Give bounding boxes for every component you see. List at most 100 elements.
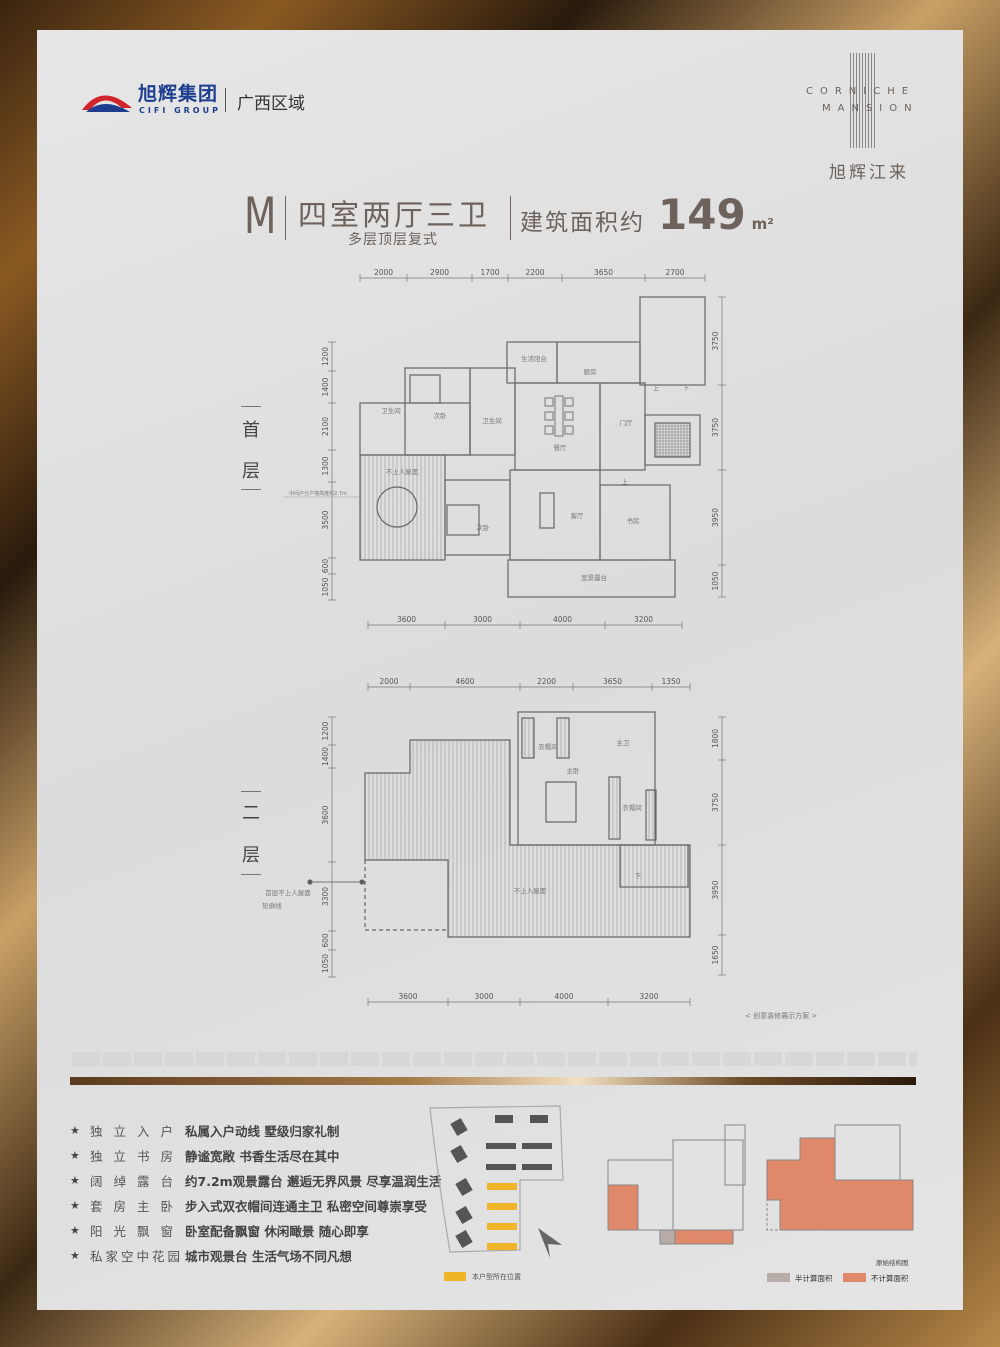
decor-note: < 创意装修展示方案 > (745, 1012, 818, 1020)
floor2-label-bracket (241, 791, 261, 875)
floor1-living (509, 469, 601, 561)
floor2-label-top: 二 (242, 803, 260, 824)
dimension-label: 4600 (455, 677, 474, 686)
feature-item: ★阳光飘窗卧室配备飘窗 休闲瞰景 随心即享 (70, 1218, 441, 1243)
dimension-label: 3300 (321, 887, 330, 906)
stair-label: 上 (622, 477, 629, 486)
structure-diagrams (607, 1124, 914, 1245)
feature-key: 阳光飘窗 (90, 1224, 185, 1239)
star-icon: ★ (70, 1124, 80, 1137)
floor1-label-top: 首 (242, 420, 260, 441)
feature-key: 套房主卧 (90, 1199, 185, 1214)
dimension-label: 3950 (711, 880, 720, 899)
floor2-master-suite (517, 711, 656, 846)
floor1-roof (359, 454, 446, 561)
star-icon: ★ (70, 1224, 80, 1237)
site-legend: 本户型所在位置 (472, 1273, 521, 1281)
site-buildings (450, 1115, 552, 1249)
star-icon: ★ (70, 1249, 80, 1262)
dimension-label: 3000 (473, 615, 492, 624)
dimension-label: 3600 (321, 805, 330, 824)
floor1-elevator (644, 414, 701, 466)
stair-label: 下 (635, 872, 642, 880)
room-label: 主卧 (567, 766, 581, 775)
outline-note: 首层不上人屋面 (265, 888, 311, 897)
legend-none-label: 不计算面积 (871, 1274, 909, 1283)
dimension-label: 2000 (379, 677, 398, 686)
dimension-label: 1400 (321, 377, 330, 396)
cifi-mountain-icon (82, 95, 132, 112)
legend-swatch-none (843, 1273, 866, 1282)
north-arrow-icon (538, 1228, 562, 1258)
outline-note: 轮廓线 (262, 901, 282, 910)
room-label: 餐厅 (554, 443, 568, 452)
divider (285, 196, 286, 240)
star-icon: ★ (70, 1174, 80, 1187)
dimension-label: 4000 (554, 992, 573, 1001)
dimension-label: 3950 (711, 508, 720, 527)
project-logo-cn: 旭辉江来 (829, 163, 909, 183)
room-label: 书房 (627, 516, 640, 525)
dimension-label: 1050 (321, 954, 330, 973)
area-label: 建筑面积约 (520, 210, 645, 236)
dimension-label: 3500 (321, 510, 330, 529)
room-label: 次卧 (434, 411, 448, 420)
site-boundary (429, 1105, 564, 1253)
coffee-table-icon (539, 492, 555, 529)
floor1-bath-bed-wing (359, 402, 471, 456)
stair-label: 下 (683, 384, 690, 392)
legend-swatch-highlight (444, 1272, 466, 1281)
legend-half-label: 半计算面积 (795, 1274, 833, 1283)
floor2-roof (364, 739, 691, 938)
room-label: 生活阳台 (521, 354, 547, 363)
floor2-room-labels: 衣帽间 主卫 主卧 衣帽间 不上人屋面 下 首层不上人屋面 轮廓线 (262, 738, 642, 910)
dining-table-icon (376, 486, 418, 528)
floor1-bedroom2 (444, 479, 511, 556)
dimension-label: 1050 (711, 571, 720, 590)
structure-title: 原始结构图 (876, 1259, 909, 1267)
feature-value: 城市观景台 生活气场不同凡想 (185, 1249, 352, 1264)
floor1-kitchen (556, 341, 641, 384)
feature-value: 私属入户动线 墅级归家礼制 (185, 1124, 340, 1139)
area-value: 149 (658, 190, 746, 239)
feature-value: 步入式双衣帽间连通主卫 私密空间尊崇享受 (185, 1199, 427, 1214)
area-unit: m² (751, 215, 774, 233)
floor2-plan (307, 711, 691, 938)
room-label: 衣帽间 (538, 742, 558, 751)
dimension-label: 3650 (603, 677, 622, 686)
room-label: 次卧 (477, 523, 491, 532)
dimension-label: 1400 (321, 747, 330, 766)
dimension-label: 3650 (594, 268, 613, 277)
feature-item: ★ 私家空中花园城市观景台 生活气场不同凡想 (70, 1243, 441, 1268)
room-label: 衣帽间 (622, 803, 642, 812)
room-label: 不上人屋面 (514, 886, 547, 895)
cifi-logo (82, 86, 134, 116)
brand-name-cn: 旭辉集团 (138, 83, 219, 105)
dimension-label: 3200 (634, 615, 653, 624)
brochure-card (37, 30, 963, 1310)
unit-subtitle: 多层顶层复式 (348, 232, 438, 248)
floor2-label-bottom: 层 (242, 845, 260, 866)
star-icon: ★ (70, 1149, 80, 1162)
dimension-label: 3600 (397, 615, 416, 624)
divider (510, 196, 511, 240)
dimension-label: 2200 (525, 268, 544, 277)
dimension-label: 3750 (711, 793, 720, 812)
dimension-label: 1200 (321, 721, 330, 740)
feature-key: 独立入户 (90, 1124, 185, 1139)
feature-key: 私家空中花园 (90, 1249, 184, 1264)
feature-item: ★套房主卧步入式双衣帽间连通主卫 私密空间尊崇享受 (70, 1193, 441, 1218)
room-note: 中间户分户墙高度约2.7m (289, 490, 347, 497)
dimension-label: 1200 (321, 347, 330, 366)
floor1-plan (283, 296, 706, 598)
feature-key: 阔绰露台 (90, 1174, 185, 1189)
bed-icon (446, 504, 480, 536)
room-label: 卫生间 (482, 416, 502, 425)
unit-code: M (244, 187, 277, 245)
stair-label: 上 (653, 383, 660, 392)
divider (225, 88, 226, 112)
dimension-label: 600 (321, 559, 330, 574)
brand-name-en: CIFI GROUP (139, 106, 221, 115)
dimension-label: 2000 (374, 268, 393, 277)
